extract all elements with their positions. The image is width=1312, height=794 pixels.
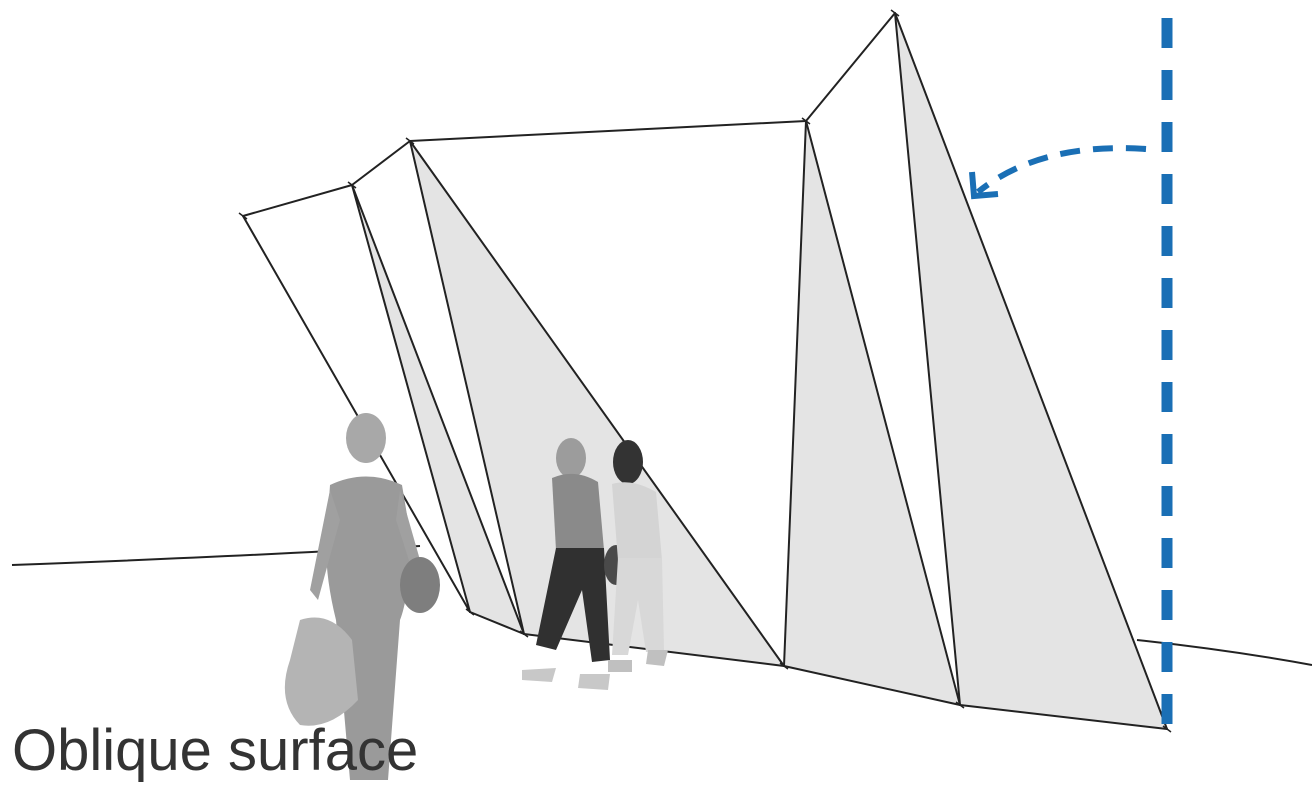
rotation-arrow-icon	[972, 148, 1146, 196]
diagram-caption: Oblique surface	[12, 722, 418, 780]
shaded-panels	[352, 13, 1167, 729]
